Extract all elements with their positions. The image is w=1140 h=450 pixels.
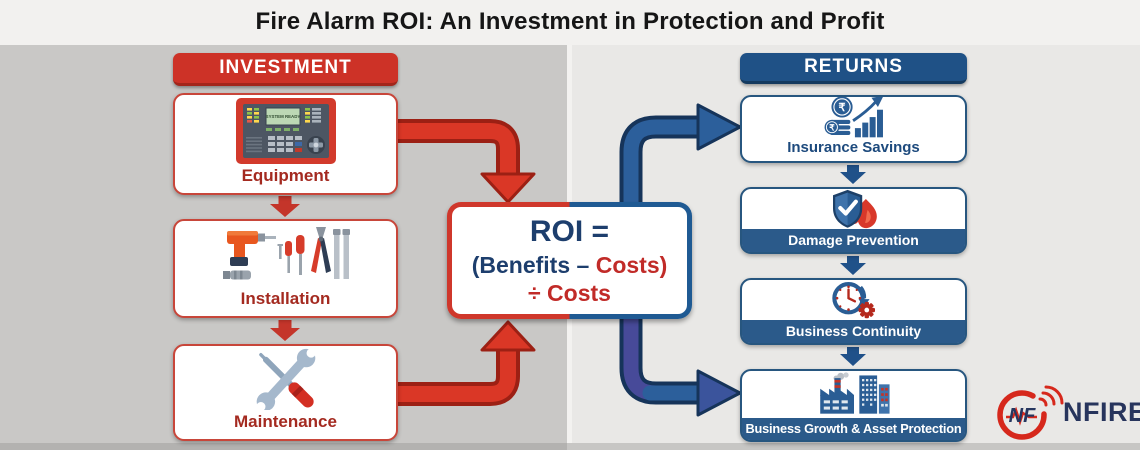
fire-alarm-panel-icon: SYSTEM READY: [235, 95, 337, 166]
formula-benefits-text: (Benefits –: [471, 251, 590, 278]
svg-text:SYSTEM READY: SYSTEM READY: [265, 114, 300, 119]
investment-header: INVESTMENT: [173, 53, 398, 86]
roi-formula-line1: ROI =: [529, 215, 610, 248]
damage-to-continuity-arrow: [840, 256, 866, 275]
maintenance-to-roi-arrow: [386, 320, 536, 406]
bottom-shadow-band-left: [0, 443, 567, 450]
business-growth-label: Business Growth & Asset Protection: [742, 418, 965, 440]
roi-formula-box: ROI = (Benefits – Costs) ÷ Costs: [447, 202, 692, 319]
continuity-to-growth-arrow: [840, 347, 866, 366]
business-growth-card: Business Growth & Asset Protection: [740, 369, 967, 442]
roi-formula-line2: (Benefits – Costs): [472, 251, 668, 280]
rupee-coins-growth-chart-icon: ₹ ₹: [818, 97, 890, 139]
equipment-card: SYSTEM READY: [173, 93, 398, 195]
nfire-logo: NF NFIRE: [992, 379, 1140, 445]
nfire-wordmark: NFIRE: [1063, 396, 1140, 427]
installation-label: Installation: [240, 289, 331, 308]
svg-text:₹: ₹: [838, 102, 845, 114]
formula-costs-text: Costs): [595, 251, 668, 278]
equipment-to-installation-arrow: [270, 196, 300, 217]
roi-to-insurance-arrow: [619, 103, 742, 218]
installation-to-maintenance-arrow: [270, 320, 300, 341]
page-title: Fire Alarm ROI: An Investment in Protect…: [255, 8, 885, 35]
insurance-to-damage-arrow: [840, 165, 866, 184]
installation-card: Installation: [173, 219, 398, 318]
insurance-savings-card: ₹ ₹ Insurance Savings: [740, 95, 967, 163]
clock-gear-icon: [824, 280, 884, 320]
equipment-label: Equipment: [241, 166, 330, 185]
business-continuity-label: Business Continuity: [742, 320, 965, 343]
business-continuity-card: Business Continuity: [740, 278, 967, 345]
factory-buildings-icon: [809, 371, 899, 418]
damage-prevention-label: Damage Prevention: [742, 229, 965, 252]
roi-formula-line3: ÷ Costs: [528, 280, 611, 307]
installation-tools-icon: [220, 221, 352, 289]
bottom-shadow-band-right: [567, 443, 1140, 450]
maintenance-label: Maintenance: [234, 412, 337, 431]
svg-text:₹: ₹: [829, 123, 834, 132]
returns-header: RETURNS: [740, 53, 967, 84]
shield-check-flame-icon: [823, 189, 885, 229]
svg-text:NF: NF: [1009, 405, 1036, 427]
nfire-logo-mark: NF: [997, 385, 1064, 440]
wrench-screwdriver-icon: [238, 346, 334, 412]
equipment-to-roi-arrow: [386, 119, 536, 204]
roi-to-growth-arrow: [619, 302, 742, 417]
maintenance-card: Maintenance: [173, 344, 398, 441]
damage-prevention-card: Damage Prevention: [740, 187, 967, 254]
insurance-savings-label: Insurance Savings: [787, 139, 920, 156]
